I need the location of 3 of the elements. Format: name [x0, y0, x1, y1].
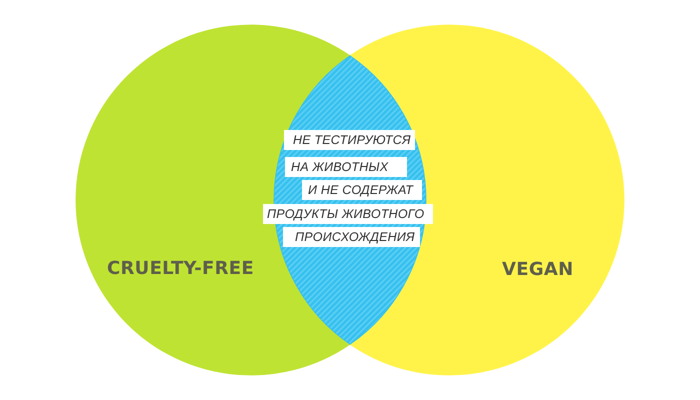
set-label: VEGAN	[502, 259, 574, 281]
set-label: CRUELTY-FREE	[107, 258, 254, 280]
overlap-region	[263, 55, 433, 345]
